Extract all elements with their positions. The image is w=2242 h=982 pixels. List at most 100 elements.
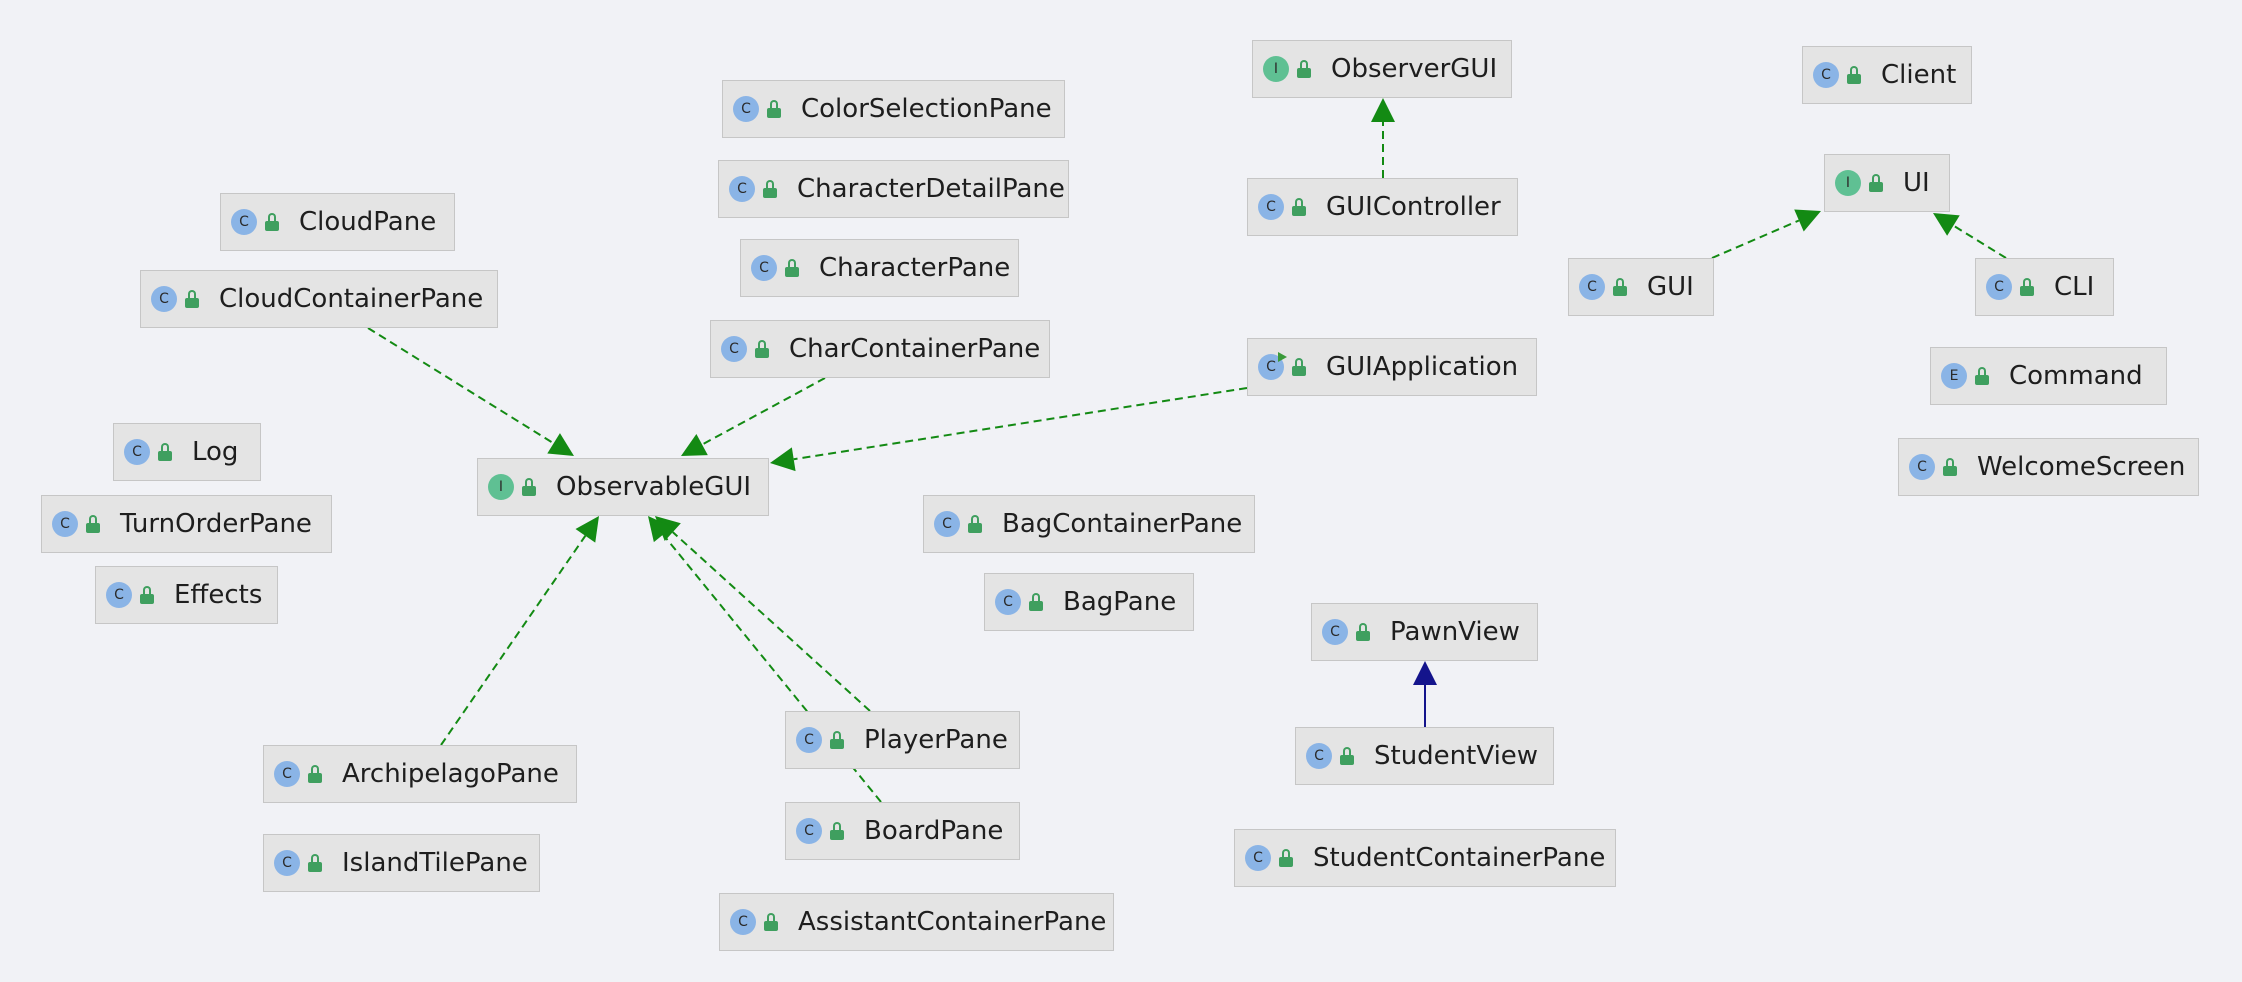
class-icon: C: [1306, 743, 1332, 769]
node-label: CloudPane: [299, 207, 437, 237]
class-icon: C: [274, 761, 300, 787]
node-pawn-view[interactable]: C PawnView: [1311, 603, 1538, 661]
node-label: GUIApplication: [1326, 352, 1519, 382]
public-access-icon: [2020, 277, 2034, 297]
public-access-icon: [1279, 848, 1293, 868]
public-access-icon: [830, 821, 844, 841]
node-board-pane[interactable]: C BoardPane: [785, 802, 1020, 860]
node-label: CLI: [2054, 272, 2095, 302]
public-access-icon: [185, 289, 199, 309]
public-access-icon: [1869, 173, 1883, 193]
node-label: UI: [1903, 168, 1930, 198]
run-marker-icon: [1278, 352, 1287, 362]
node-student-view[interactable]: C StudentView: [1295, 727, 1554, 785]
class-icon: C: [796, 727, 822, 753]
edge-implements-cli-to-ui: [1933, 213, 2007, 259]
arrowhead-icon: [1933, 213, 1960, 236]
edge-implements-playerpane-to-observablegui: [655, 516, 871, 712]
public-access-icon: [308, 853, 322, 873]
class-icon: C: [733, 96, 759, 122]
node-label: BagContainerPane: [1002, 509, 1243, 539]
node-label: GUI: [1647, 272, 1694, 302]
public-access-icon: [1356, 622, 1370, 642]
arrowhead-icon: [575, 516, 599, 543]
public-access-icon: [1943, 457, 1957, 477]
class-icon: C: [1258, 194, 1284, 220]
node-archipelago-pane[interactable]: C ArchipelagoPane: [263, 745, 577, 803]
public-access-icon: [785, 258, 799, 278]
node-label: GUIController: [1326, 192, 1501, 222]
node-cli[interactable]: C CLI: [1975, 258, 2114, 316]
interface-icon: I: [1835, 170, 1861, 196]
class-icon: C: [1986, 274, 2012, 300]
node-bag-container-pane[interactable]: C BagContainerPane: [923, 495, 1255, 553]
class-icon: C: [721, 336, 747, 362]
class-icon: C: [796, 818, 822, 844]
public-access-icon: [1029, 592, 1043, 612]
node-label: StudentView: [1374, 741, 1539, 771]
public-access-icon: [308, 764, 322, 784]
public-access-icon: [1613, 277, 1627, 297]
public-access-icon: [158, 442, 172, 462]
edge-implements-archipelagopane-to-observablegui: [440, 516, 599, 746]
node-label: Command: [2009, 361, 2143, 391]
class-icon: C: [1258, 352, 1287, 380]
class-icon: C: [934, 511, 960, 537]
node-label: CharacterDetailPane: [797, 174, 1065, 204]
edge-implements-guicontroller-to-observergui: [1371, 98, 1395, 178]
node-label: Client: [1881, 60, 1957, 90]
class-icon: C: [1909, 454, 1935, 480]
node-label: ArchipelagoPane: [342, 759, 559, 789]
node-cloud-pane[interactable]: C CloudPane: [220, 193, 455, 251]
node-label: StudentContainerPane: [1313, 843, 1606, 873]
node-gui[interactable]: C GUI: [1568, 258, 1714, 316]
edge-line: [367, 327, 555, 445]
node-label: BoardPane: [864, 816, 1004, 846]
public-access-icon: [522, 477, 536, 497]
class-icon: C: [730, 909, 756, 935]
edge-implements-cloudcontainerpane-to-observablegui: [367, 327, 574, 456]
edge-line: [440, 535, 587, 746]
class-icon: C: [1322, 619, 1348, 645]
node-label: BagPane: [1063, 587, 1177, 617]
node-label: PawnView: [1390, 617, 1520, 647]
node-character-detail-pane[interactable]: C CharacterDetailPane: [718, 160, 1069, 218]
edge-line: [672, 531, 871, 712]
edge-line: [793, 387, 1248, 461]
public-access-icon: [763, 179, 777, 199]
arrowhead-icon: [770, 447, 796, 472]
arrowhead-icon: [1794, 209, 1821, 232]
node-ui[interactable]: I UI: [1824, 154, 1950, 212]
class-icon: C: [231, 209, 257, 235]
arrowhead-icon: [648, 516, 673, 543]
node-label: ObserverGUI: [1331, 54, 1498, 84]
class-icon: C: [274, 850, 300, 876]
public-access-icon: [968, 514, 982, 534]
class-icon: C: [52, 511, 78, 537]
class-icon: C: [729, 176, 755, 202]
node-guicontroller[interactable]: C GUIController: [1247, 178, 1518, 236]
public-access-icon: [1297, 59, 1311, 79]
class-icon: C: [1579, 274, 1605, 300]
edge-line: [1952, 224, 2007, 259]
node-guiapplication[interactable]: C GUIApplication: [1247, 338, 1537, 396]
public-access-icon: [767, 99, 781, 119]
